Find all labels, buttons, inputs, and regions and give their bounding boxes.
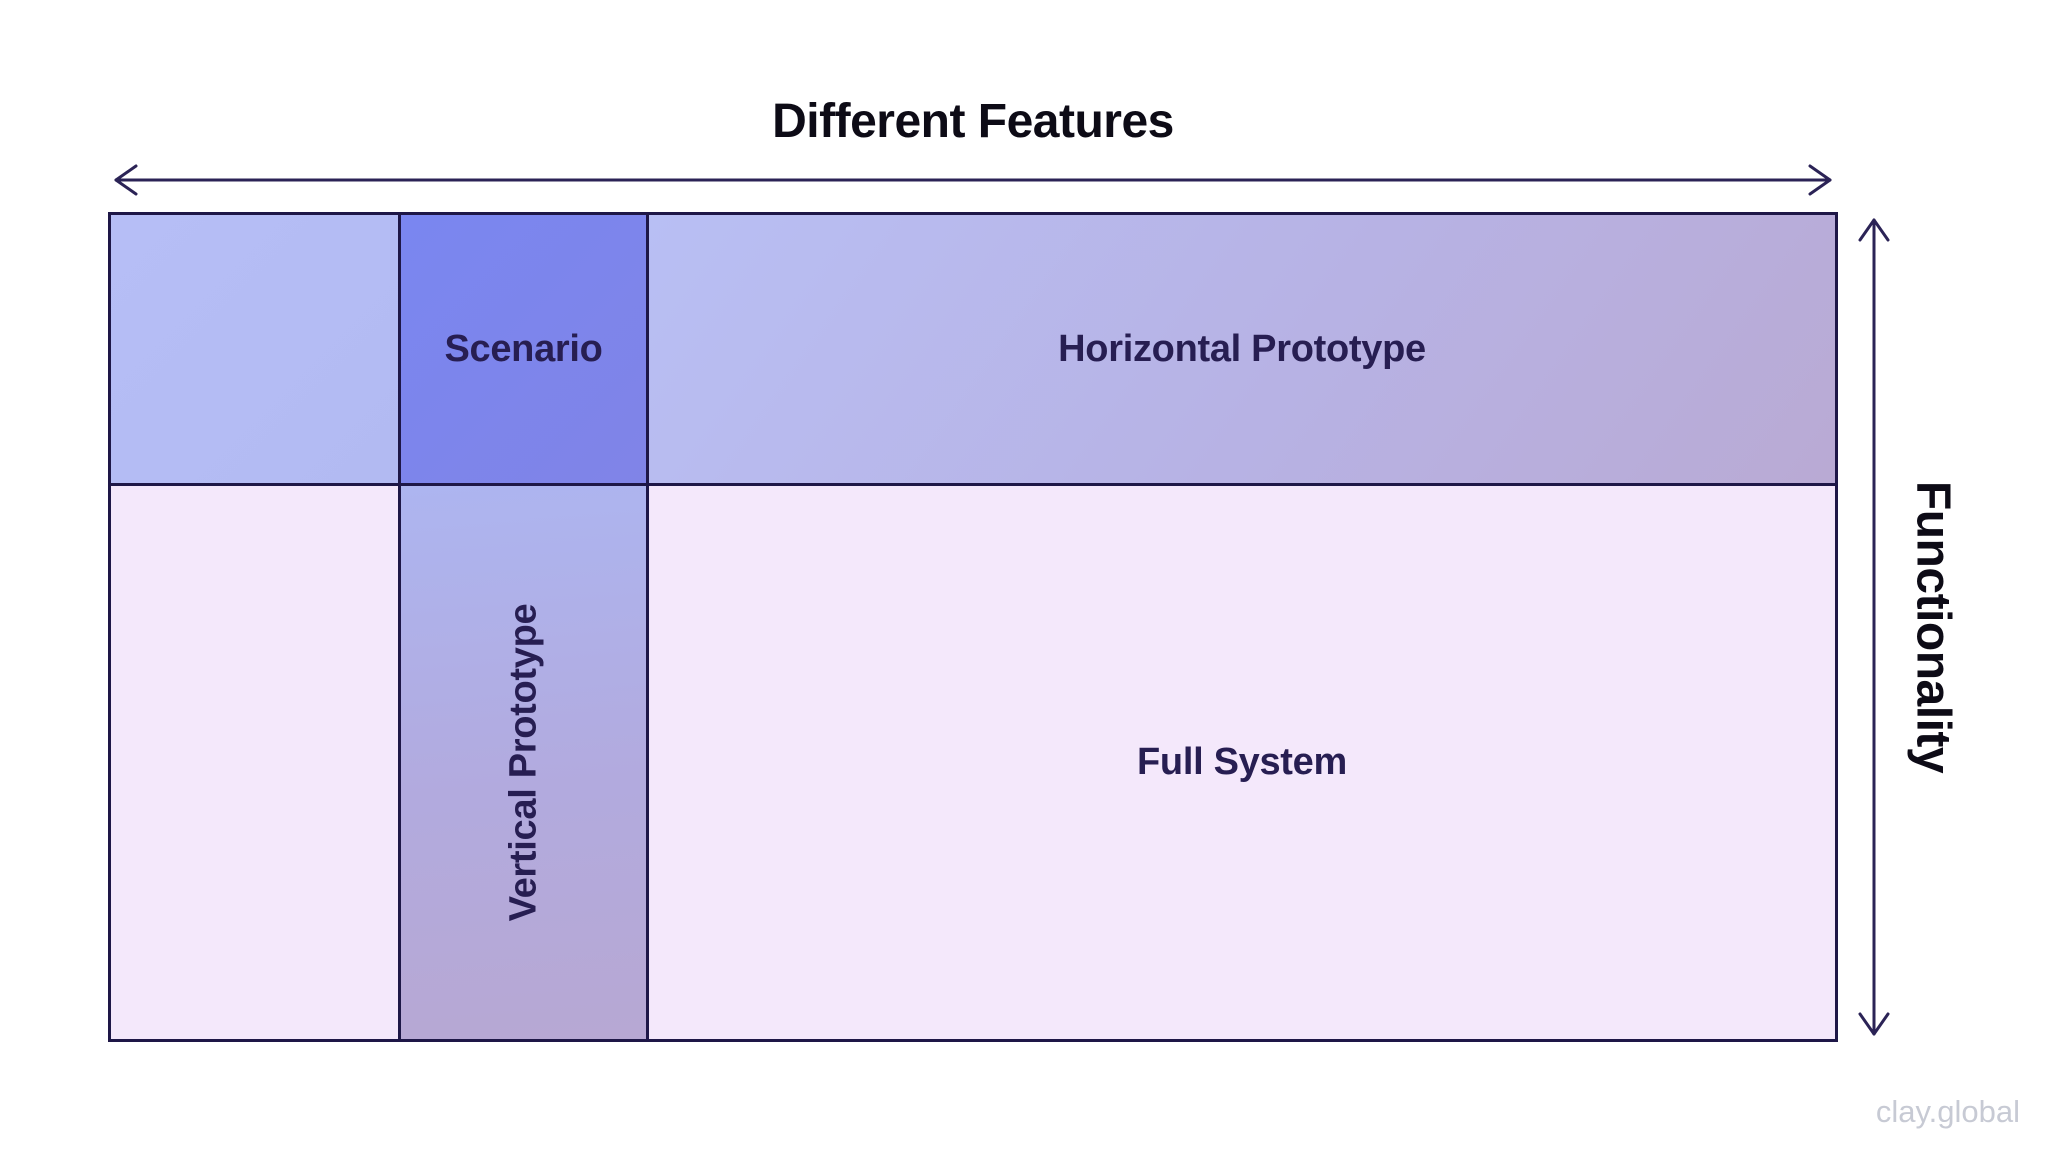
- matrix-cell-empty-bottom-left: [111, 486, 401, 1039]
- matrix-cell-vertical-prototype: Vertical Prototype: [401, 486, 649, 1039]
- watermark-text: clay.global: [1875, 1094, 2020, 1129]
- matrix-cell-full-system: Full System: [649, 486, 1835, 1039]
- horizontal-axis-arrow-icon: [114, 164, 1832, 196]
- horizontal-prototype-label: Horizontal Prototype: [1058, 327, 1426, 370]
- matrix-cell-scenario: Scenario: [401, 215, 649, 486]
- horizontal-axis-title: Different Features: [772, 95, 1174, 148]
- vertical-prototype-label: Vertical Prototype: [502, 603, 544, 922]
- matrix-cell-empty-top-left: [111, 215, 401, 486]
- feature-functionality-matrix: Scenario Horizontal Prototype Vertical P…: [108, 212, 1838, 1042]
- vertical-axis-arrow-icon: [1858, 218, 1890, 1036]
- matrix-cell-horizontal-prototype: Horizontal Prototype: [649, 215, 1835, 486]
- vertical-axis-title: Functionality: [1906, 480, 1960, 774]
- full-system-label: Full System: [1137, 741, 1347, 783]
- scenario-label: Scenario: [444, 327, 603, 370]
